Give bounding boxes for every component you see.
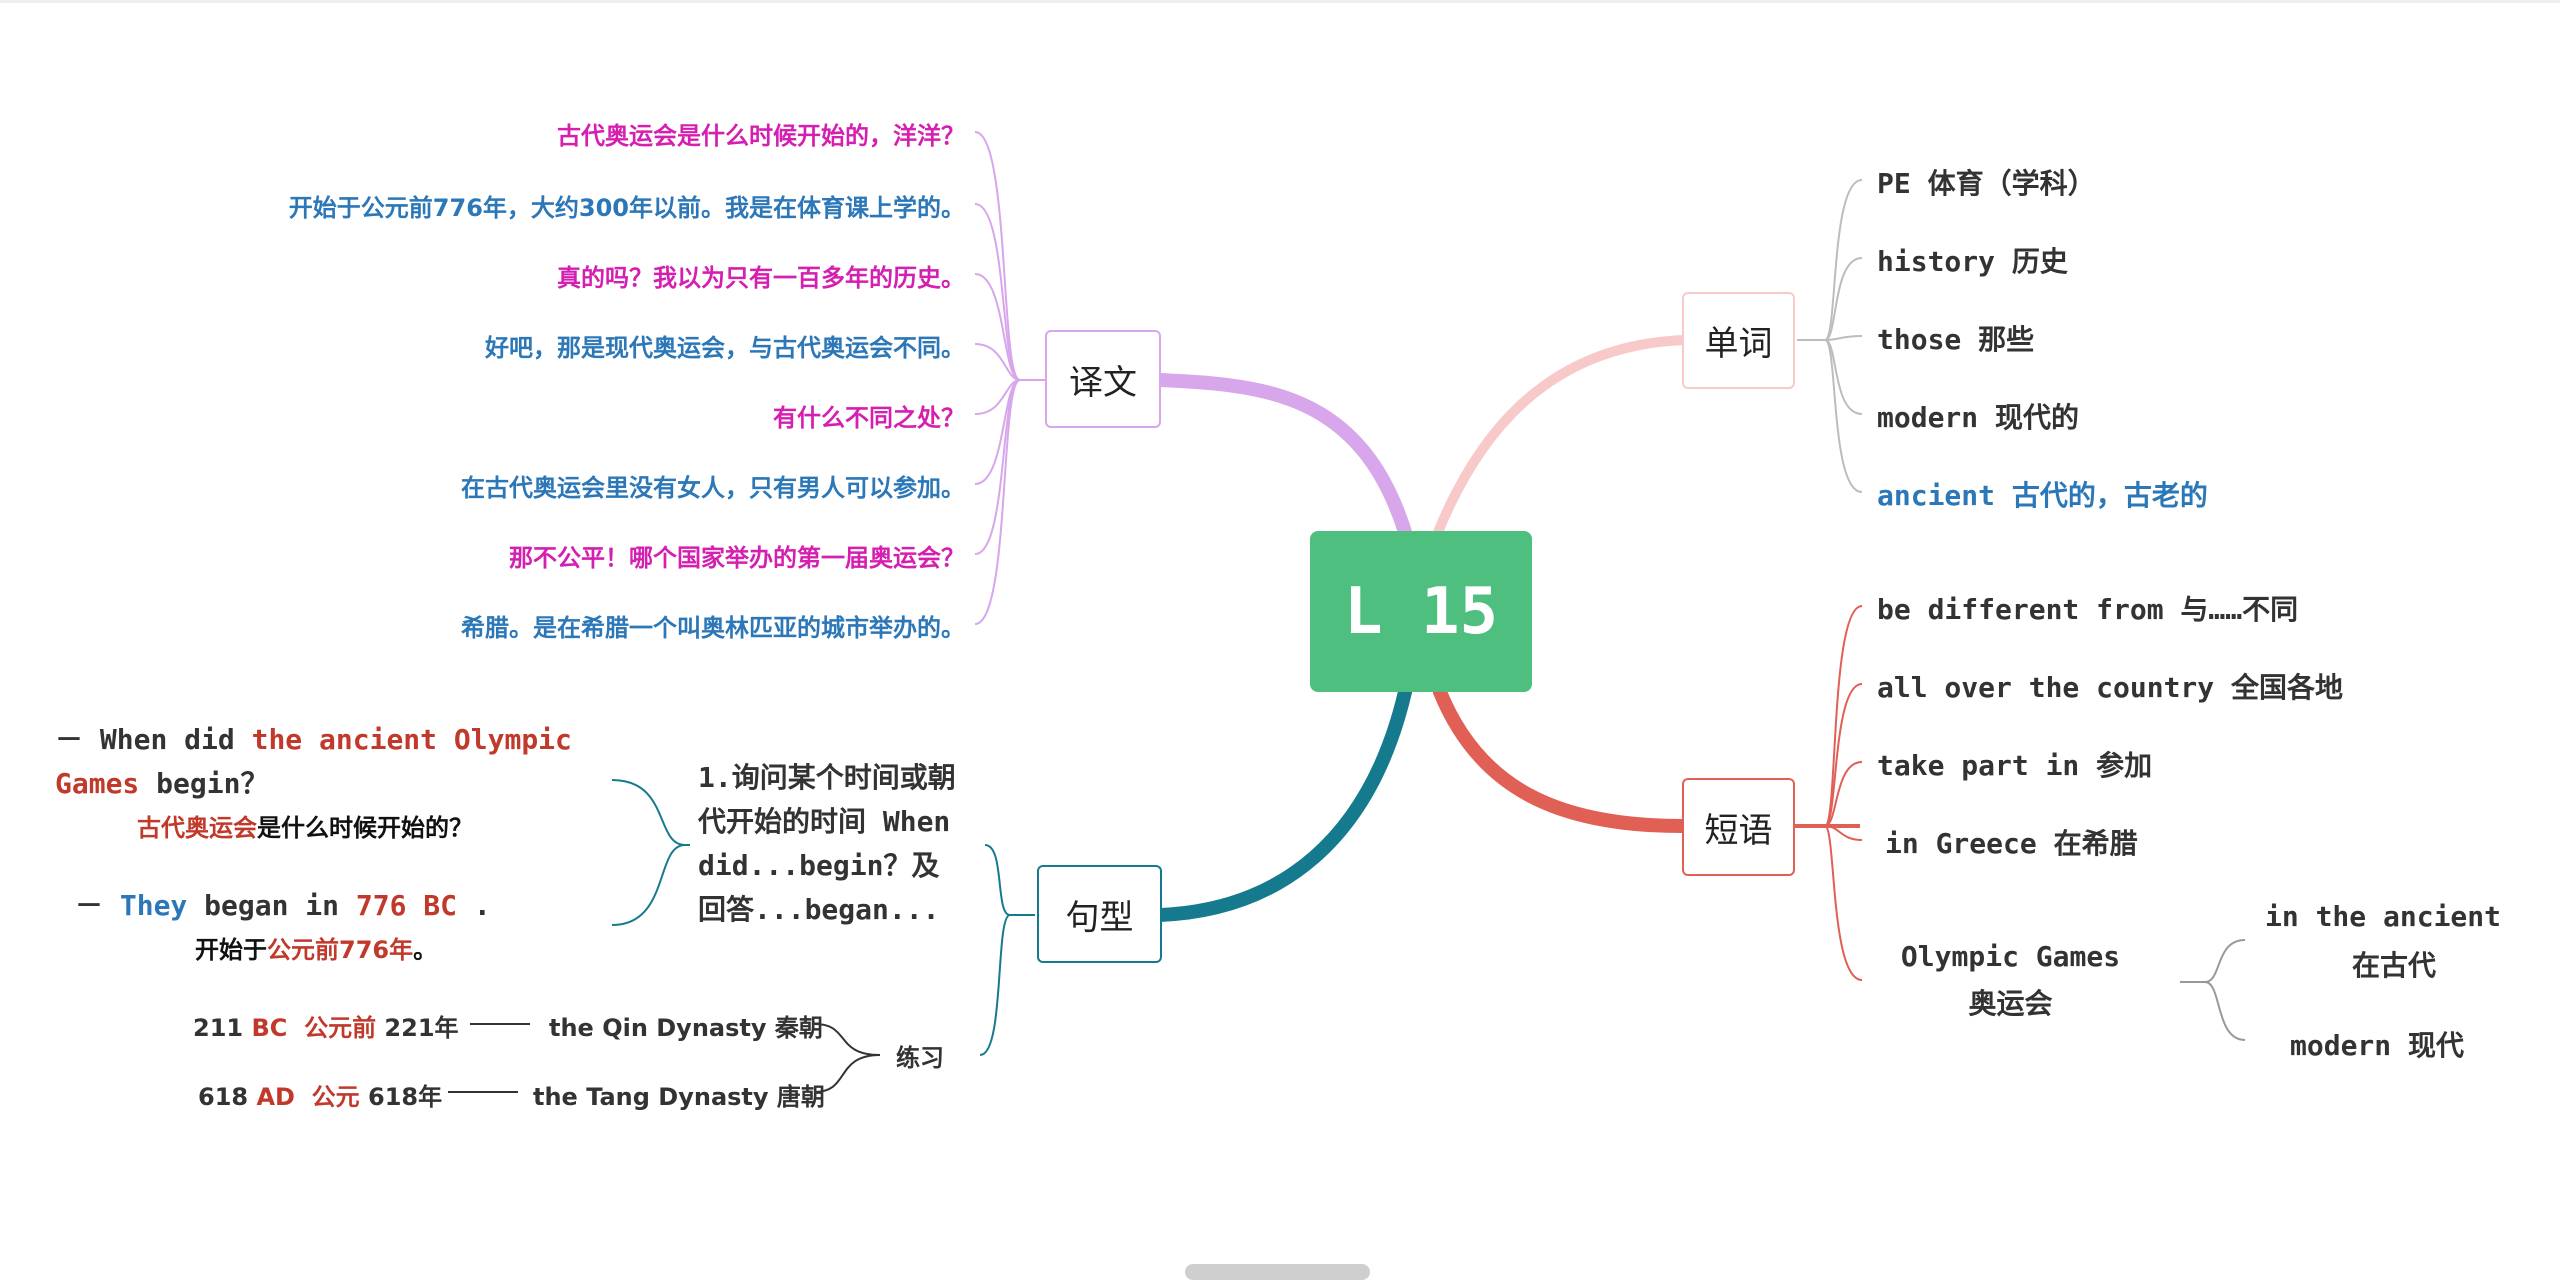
branch-sentence (1153, 685, 1412, 922)
cn-post: 。 (413, 936, 438, 964)
cn: 公元前 (304, 1014, 377, 1042)
sentence-explain-4: 回答...began... (698, 893, 940, 926)
num: 618 (198, 1083, 257, 1111)
era: AD (256, 1083, 295, 1111)
sentence-links (611, 779, 1035, 1056)
practice-row2-right[interactable]: the Tang Dynasty 唐朝 (533, 1083, 825, 1111)
topic-words-label: 单词 (1704, 324, 1773, 364)
sentence-answer-en[interactable]: － They began in 776 BC . (75, 884, 491, 924)
topic-translation-label: 译文 (1069, 362, 1137, 403)
sentence-answer-cn[interactable]: 开始于公元前776年。 (195, 930, 437, 965)
practice-row1-right[interactable]: the Qin Dynasty 秦朝 (549, 1014, 823, 1042)
phrase-item-3[interactable]: take part in 参加 (1877, 749, 2153, 782)
rest: 221年 (376, 1014, 459, 1042)
translation-line-5[interactable]: 有什么不同之处？ (773, 404, 965, 432)
olympic-links (2180, 939, 2246, 1041)
num: 211 (193, 1014, 252, 1042)
sentence-question-cn[interactable]: 古代奥运会是什么时候开始的？ (137, 808, 473, 843)
topic-sentence-label: 句型 (1065, 897, 1134, 938)
topic-words[interactable]: 单词 (1682, 292, 1795, 389)
central-topic-label: L 15 (1343, 574, 1499, 649)
dash: － (75, 889, 120, 922)
when-did: When did (83, 723, 252, 756)
cn-red: 公元前776年 (267, 936, 414, 964)
word-item-2[interactable]: history 历史 (1877, 245, 2068, 278)
word-item-1[interactable]: PE 体育（学科） (1877, 167, 2096, 200)
phrase-item-1[interactable]: be different from 与……不同 (1877, 593, 2299, 626)
translation-line-1[interactable]: 古代奥运会是什么时候开始的，洋洋？ (557, 122, 965, 150)
word-item-4[interactable]: modern 现代的 (1877, 401, 2080, 434)
central-topic[interactable]: L 15 (1310, 531, 1532, 692)
begin: begin？ (139, 767, 269, 800)
practice-row2-left[interactable]: 618 AD 公元 618年 (198, 1077, 442, 1112)
topic-phrases[interactable]: 短语 (1682, 778, 1795, 876)
top-border (0, 0, 2560, 3)
phrase-olympic-line1[interactable]: Olympic Games (1900, 940, 2121, 973)
translation-line-8[interactable]: 希腊。是在希腊一个叫奥林匹亚的城市举办的。 (461, 614, 965, 642)
the-ancient-olympic: the ancient Olympic (251, 723, 572, 756)
phrase-item-2[interactable]: all over the country 全国各地 (1877, 671, 2344, 704)
horizontal-scrollbar[interactable] (1185, 1264, 1370, 1280)
translation-links (974, 131, 1045, 625)
topic-sentence[interactable]: 句型 (1037, 865, 1162, 963)
practice-label[interactable]: 练习 (896, 1044, 944, 1072)
began-in: began in (187, 889, 356, 922)
they: They (119, 889, 188, 922)
dot: . (457, 889, 491, 922)
translation-line-6[interactable]: 在古代奥运会里没有女人，只有男人可以参加。 (461, 474, 965, 502)
phrase-olympic-line2: 奥运会 (1968, 987, 2053, 1020)
translation-line-3[interactable]: 真的吗？我以为只有一百多年的历史。 (557, 264, 965, 292)
cn: 公元 (311, 1083, 360, 1111)
translation-line-2[interactable]: 开始于公元前776年，大约300年以前。我是在体育课上学的。 (288, 194, 965, 222)
year: 776 BC (355, 889, 458, 922)
branch-phrases (1433, 685, 1689, 833)
word-item-5[interactable]: ancient 古代的，古老的 (1877, 479, 2208, 512)
topic-phrases-label: 短语 (1704, 810, 1773, 851)
branch-translation (1153, 373, 1412, 539)
games: Games (55, 767, 140, 800)
olympic-sub-ancient[interactable]: in the ancient (2265, 900, 2502, 933)
dash: － (55, 723, 84, 756)
practice-links (448, 1023, 881, 1093)
words-links (1797, 179, 1863, 493)
rest: 618年 (359, 1083, 443, 1111)
phrase-item-4[interactable]: in Greece 在希腊 (1885, 827, 2138, 860)
translation-line-4[interactable]: 好吧，那是现代奥运会，与古代奥运会不同。 (485, 334, 965, 362)
cn-pre: 开始于 (195, 936, 267, 964)
sentence-question-en-line1[interactable]: － When did the ancient Olympic (55, 718, 572, 758)
sentence-explain-3: did...begin？及 (698, 849, 940, 882)
word-item-3[interactable]: those 那些 (1877, 323, 2035, 356)
sentence-explain-1[interactable]: 1.询问某个时间或朝 (698, 761, 956, 794)
sentence-question-en-line2[interactable]: Games begin？ (55, 762, 268, 802)
cn-rest: 是什么时候开始的？ (257, 814, 473, 842)
olympic-sub-ancient-cn: 在古代 (2352, 949, 2437, 982)
translation-line-7[interactable]: 那不公平！哪个国家举办的第一届奥运会？ (509, 544, 965, 572)
sentence-explain-2: 代开始的时间 When (698, 805, 951, 838)
olympic-sub-modern[interactable]: modern 现代 (2290, 1029, 2465, 1062)
era: BC (251, 1014, 288, 1042)
branch-words (1433, 335, 1690, 537)
cn-red: 古代奥运会 (137, 814, 257, 842)
practice-row1-left[interactable]: 211 BC 公元前 221年 (193, 1008, 459, 1043)
topic-translation[interactable]: 译文 (1045, 330, 1161, 428)
